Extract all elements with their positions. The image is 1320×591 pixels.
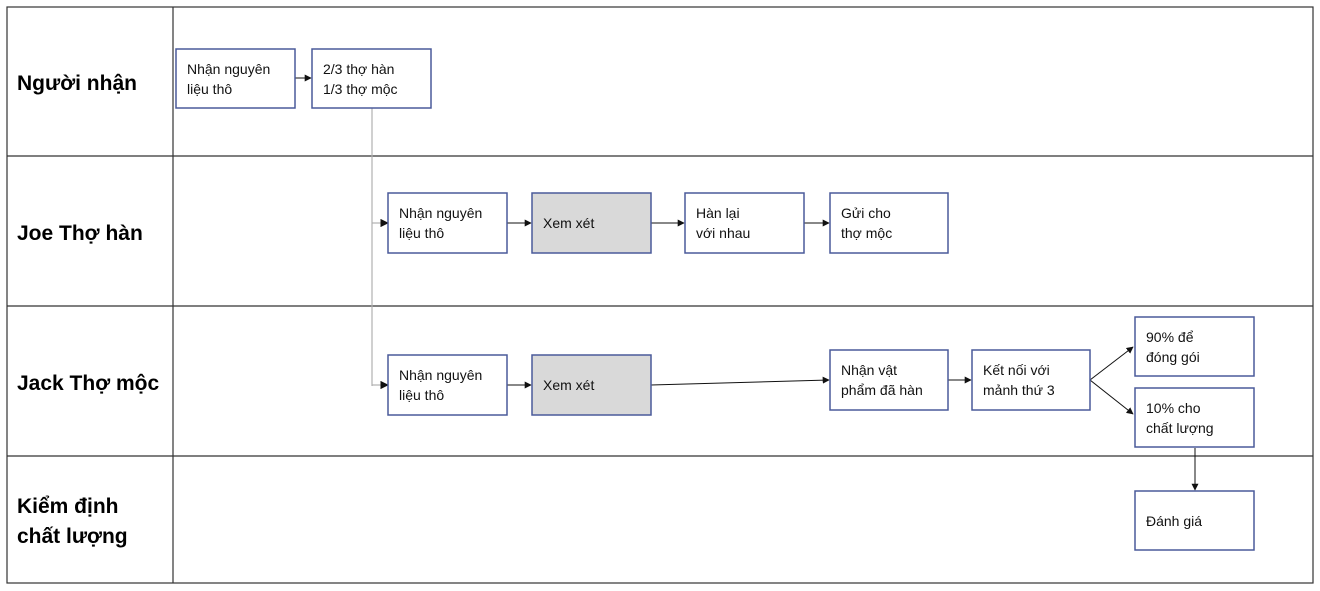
process-box-jack-review: Xem xét xyxy=(531,354,652,416)
lane-title-carpenter: Jack Thợ mộc xyxy=(17,372,159,395)
distribution-connector xyxy=(371,108,389,390)
arrow-join-to-pack xyxy=(1089,346,1134,381)
arrow-join-to-quality xyxy=(1089,379,1134,415)
outer-border xyxy=(6,6,1314,584)
svg-text:Xem xét: Xem xét xyxy=(543,215,594,231)
lane-title-quality-control: Kiểm định chất lượng xyxy=(17,495,128,548)
lane-grid xyxy=(6,6,1314,584)
process-box-qa-eval: Đánh giá xyxy=(1134,490,1255,551)
svg-text:Xem xét: Xem xét xyxy=(543,377,594,393)
arrow-jack-review-to-get xyxy=(650,376,830,386)
svg-text:Đánh giá: Đánh giá xyxy=(1146,513,1202,529)
lane-title-welder: Joe Thợ hàn xyxy=(17,222,143,245)
flow-arrows xyxy=(295,74,1199,491)
lane-title-receiver: Người nhận xyxy=(17,72,137,95)
process-box-joe-review: Xem xét xyxy=(531,192,652,254)
